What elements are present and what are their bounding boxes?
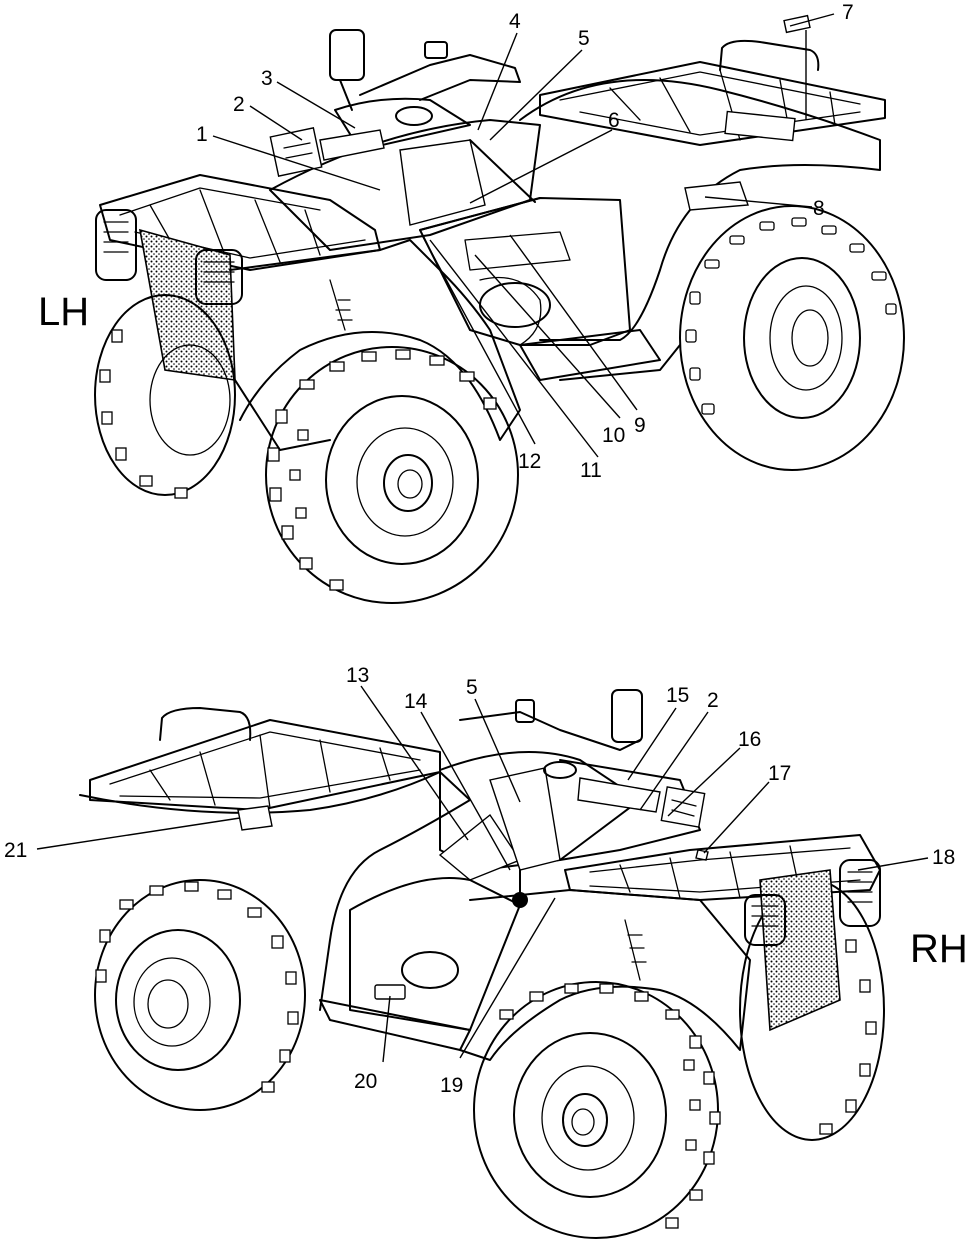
rh-front-rack xyxy=(564,834,881,1032)
lh-footrest xyxy=(559,344,681,381)
callout-lh-4: 4 xyxy=(509,10,521,33)
rh-rear-fender xyxy=(79,771,471,1011)
callout-rh-17: 17 xyxy=(768,762,791,785)
callout-lh-7: 7 xyxy=(842,1,854,24)
callout-lh-3: 3 xyxy=(261,67,273,90)
rh-leaders xyxy=(36,685,929,1063)
lh-body xyxy=(269,29,661,381)
side-label-lh: LH xyxy=(38,290,89,334)
rh-footwell xyxy=(319,877,521,1051)
callout-lh-9: 9 xyxy=(634,414,646,437)
callout-lh-8: 8 xyxy=(813,197,825,220)
callout-lh-2: 2 xyxy=(233,93,245,116)
callout-lh-6: 6 xyxy=(608,109,620,132)
callout-rh-19: 19 xyxy=(440,1074,463,1097)
callout-rh-16: 16 xyxy=(738,728,761,751)
callout-lh-5: 5 xyxy=(578,27,590,50)
lh-front-fender xyxy=(229,239,521,441)
rh-rear-wheel xyxy=(94,879,306,1111)
callout-lh-11: 11 xyxy=(580,459,602,482)
rh-callouts: 13 14 5 15 2 16 17 18 19 20 21 RH xyxy=(4,664,967,1097)
rh-body xyxy=(438,689,709,908)
lh-front-rack xyxy=(95,174,381,381)
callout-rh-5: 5 xyxy=(466,676,478,699)
callout-lh-1: 1 xyxy=(196,123,208,146)
lh-frame xyxy=(234,379,331,451)
rh-front-fender xyxy=(459,889,751,1061)
atv-lh-drawing xyxy=(94,14,905,604)
lh-rear-wheel xyxy=(679,205,905,471)
callout-rh-15: 15 xyxy=(666,684,689,707)
lh-rear-rack xyxy=(539,39,886,146)
rh-decal-21 xyxy=(237,805,273,831)
lh-callouts: 1 2 3 4 5 6 7 8 9 10 11 12 LH xyxy=(38,1,854,482)
side-label-rh: RH xyxy=(910,927,967,971)
rh-near-front-wheel xyxy=(473,981,721,1239)
lh-near-front-wheel xyxy=(265,346,519,604)
lh-decal-8 xyxy=(684,181,749,211)
callout-rh-14: 14 xyxy=(404,690,428,713)
callout-rh-21: 21 xyxy=(4,839,27,862)
lh-far-front-wheel xyxy=(94,294,236,499)
lh-rear-fender xyxy=(519,79,881,341)
callout-lh-12: 12 xyxy=(518,450,541,473)
callout-rh-2: 2 xyxy=(707,689,719,712)
lh-leaders xyxy=(212,13,835,458)
callout-rh-18: 18 xyxy=(932,846,955,869)
callout-lh-10: 10 xyxy=(602,424,625,447)
callout-rh-13: 13 xyxy=(346,664,369,687)
callout-rh-20: 20 xyxy=(354,1070,377,1093)
atv-rh-drawing xyxy=(79,689,885,1239)
